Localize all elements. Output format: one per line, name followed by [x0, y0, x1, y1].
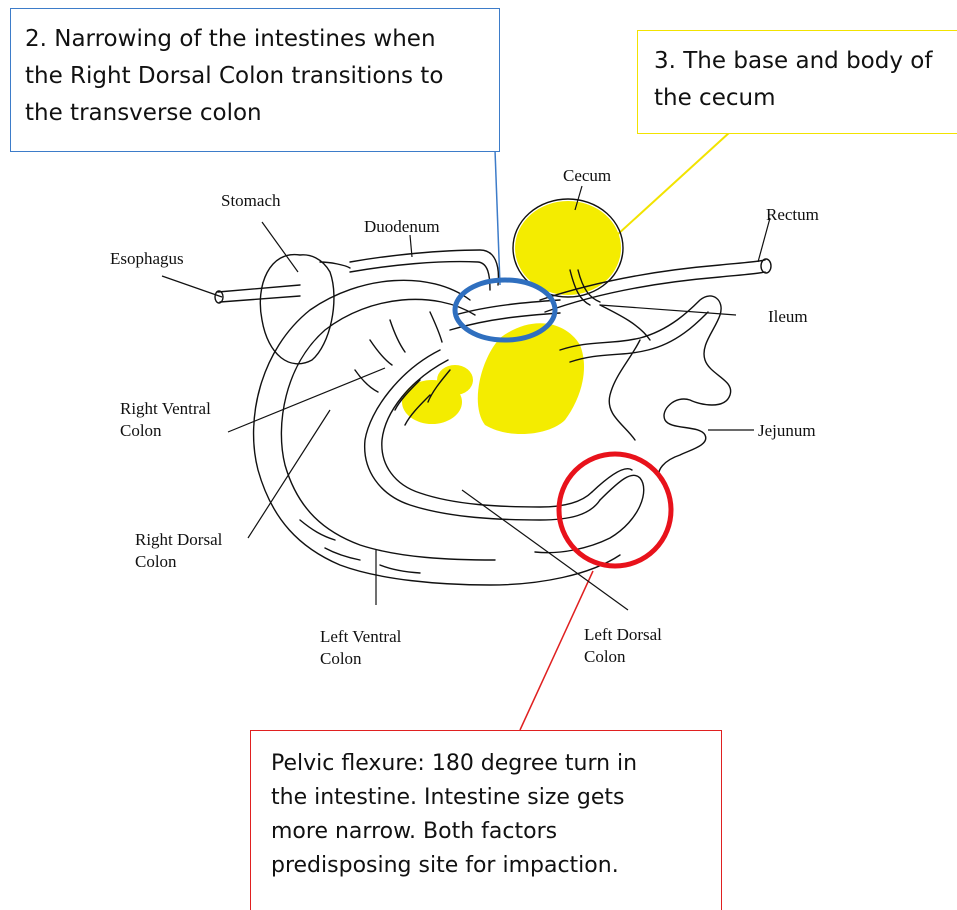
cecum-callout-pointer	[617, 132, 730, 235]
narrowing-callout-line: the transverse colon	[25, 95, 485, 132]
cecum-callout-line: 3. The base and body of	[654, 43, 946, 80]
cecum-callout: 3. The base and body of the cecum	[637, 30, 957, 134]
label-ileum: Ileum	[768, 307, 808, 326]
label-right-dorsal-colon: Right Dorsal Colon	[135, 530, 227, 571]
narrowing-marker	[455, 280, 555, 340]
label-duodenum: Duodenum	[364, 217, 440, 236]
esophagus-tube	[218, 285, 300, 302]
pelvic-flexure-turn	[535, 475, 644, 552]
label-right-ventral-colon: Right Ventral Colon	[120, 399, 215, 440]
label-rectum: Rectum	[766, 205, 819, 224]
label-cecum: Cecum	[563, 166, 611, 185]
pelvic-callout-line: Pelvic flexure: 180 degree turn in	[271, 747, 701, 781]
label-jejunum: Jejunum	[758, 421, 816, 440]
pelvic-flexure-callout: Pelvic flexure: 180 degree turn in the i…	[250, 730, 722, 910]
narrowing-callout-line: 2. Narrowing of the intestines when	[25, 21, 485, 58]
label-esophagus: Esophagus	[110, 249, 184, 268]
pelvic-callout-pointer	[520, 571, 593, 730]
pelvic-callout-line: the intestine. Intestine size gets	[271, 781, 701, 815]
label-stomach: Stomach	[221, 191, 281, 210]
label-left-dorsal-colon: Left Dorsal Colon	[584, 625, 666, 666]
pelvic-flexure-marker	[559, 454, 671, 566]
narrowing-callout-line: the Right Dorsal Colon transitions to	[25, 58, 485, 95]
jejunum-tube	[560, 296, 731, 480]
label-left-ventral-colon: Left Ventral Colon	[320, 627, 406, 668]
pelvic-callout-line: predisposing site for impaction.	[271, 849, 701, 883]
pelvic-callout-line: more narrow. Both factors	[271, 815, 701, 849]
narrowing-callout: 2. Narrowing of the intestines when the …	[10, 8, 500, 152]
cecum-callout-line: the cecum	[654, 80, 946, 117]
